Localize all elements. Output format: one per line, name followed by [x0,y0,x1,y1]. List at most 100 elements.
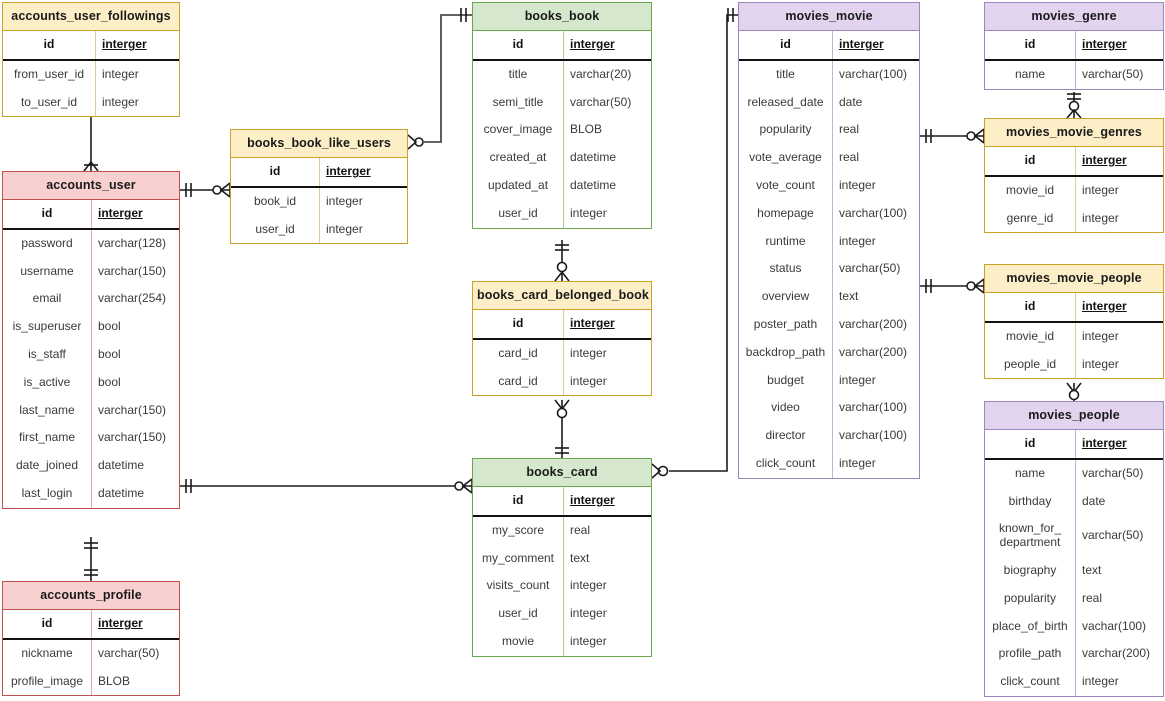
field-name: name [1014,465,1046,480]
field-name: is_active [23,374,71,389]
field-name: genre_id [1006,210,1054,225]
primary-key-type: interger [563,310,651,338]
field-name: people_id [1003,356,1057,371]
field-name: password [21,235,73,250]
relationship-belonged-card [554,399,570,458]
field-type: varchar(100) [832,394,919,423]
field-name: user_id [498,205,538,220]
field-type: vachar(100) [1075,612,1163,641]
field-type: varchar(50) [563,88,651,117]
field-name: date_joined [15,458,79,473]
field-type: integer [95,88,179,117]
field-type: integer [1075,176,1163,205]
field-name: video [771,400,800,415]
primary-key-name: id [43,37,55,51]
field-name: poster_path [753,316,818,331]
primary-key-name: id [512,37,524,51]
field-type: BLOB [91,667,179,696]
field-type: integer [1075,204,1163,233]
field-type: integer [832,227,919,256]
primary-key-type: interger [1075,147,1163,175]
field-type: text [1075,556,1163,585]
field-name: profile_image [10,673,84,688]
relationship-moviepeople-people [1066,382,1082,401]
field-name: my_score [491,522,544,537]
relationship-movie-genres [920,128,985,144]
field-name: card_id [498,373,538,388]
field-name: vote_average [749,150,822,165]
field-type: text [563,544,651,573]
relationship-user-profile [84,537,98,581]
field-name: click_count [1000,674,1060,689]
field-type: date [1075,487,1163,516]
field-row: profile_image BLOB [3,667,179,696]
primary-key-type: interger [1075,31,1163,59]
entity-title: accounts_user [3,172,179,199]
field-name: popularity [1003,590,1057,605]
field-name: budget [767,372,804,387]
field-type: integer [563,199,651,228]
field-name: vote_count [756,177,815,192]
field-type: real [832,116,919,145]
primary-key-type: interger [319,158,407,186]
field-name: movie_id [1005,328,1055,343]
field-type: varchar(20) [563,60,651,89]
relationship-user-card [180,478,473,494]
field-name: my_comment [481,550,555,565]
field-name: director [765,428,806,443]
primary-key-type: interger [563,31,651,59]
field-type: bool [91,340,179,369]
primary-key-row: id interger [3,30,179,61]
primary-key-type: interger [91,610,179,638]
primary-key-name: id [41,206,53,220]
primary-key-name: id [269,164,281,178]
field-type: integer [319,187,407,216]
relationship-booklike-book [407,8,472,150]
primary-key-name: id [512,316,524,330]
primary-key-name: id [780,37,791,51]
relationship-book-belonged [554,240,570,282]
field-type: datetime [563,144,651,172]
field-type: datetime [91,479,179,508]
field-type: varchar(150) [91,257,179,286]
primary-key-row: id interger [473,309,651,340]
field-name: movie [501,633,534,648]
field-name: updated_at [487,177,549,192]
primary-key-type: interger [95,31,179,59]
field-type: integer [1075,322,1163,351]
field-name: birthday [1008,493,1052,508]
field-name: name [1014,66,1046,81]
